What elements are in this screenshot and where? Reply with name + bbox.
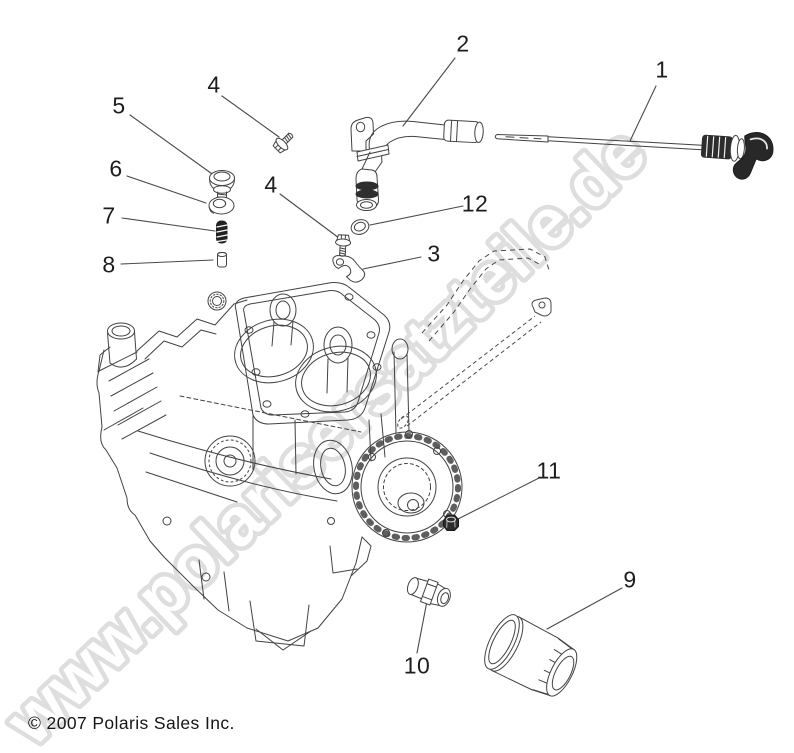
callout-2: 2 [456, 30, 470, 57]
callout-10: 10 [403, 652, 431, 679]
callout-5: 5 [112, 92, 126, 119]
leader-6 [126, 175, 207, 204]
leader-10 [416, 600, 428, 654]
callout-12: 12 [461, 190, 489, 217]
part-spring [216, 220, 228, 244]
engine-crankcase [96, 282, 463, 651]
callout-9: 9 [623, 566, 637, 593]
part-pin [217, 252, 227, 268]
part-flange-bolt-upper [270, 128, 298, 156]
leader-lines [120, 57, 657, 654]
callout-4-lower: 4 [264, 171, 278, 198]
callout-4-upper: 4 [207, 71, 221, 98]
leader-1 [629, 85, 657, 142]
part-flange-bolt-lower [334, 234, 352, 258]
callout-7: 7 [102, 202, 116, 229]
part-plug-bolt [209, 170, 235, 202]
leader-7 [121, 217, 216, 232]
callout-3: 3 [427, 240, 441, 267]
part-clamp-bracket [332, 255, 366, 283]
leader-3 [362, 256, 422, 270]
part-o-ring [350, 219, 370, 235]
leader-4a [221, 95, 280, 138]
part-oil-fitting [406, 577, 451, 607]
leader-12 [369, 205, 464, 226]
copyright-text: © 2007 Polaris Sales Inc. [28, 713, 235, 733]
phantom-installed-tubes [397, 248, 552, 429]
callout-1: 1 [655, 56, 669, 83]
callout-11: 11 [536, 457, 562, 484]
leader-2 [402, 57, 456, 127]
leader-9 [546, 587, 623, 630]
leader-11 [457, 477, 540, 520]
part-flange-nut [443, 514, 459, 531]
leader-5 [129, 114, 216, 177]
leader-4b [279, 193, 340, 239]
part-oil-filter [484, 614, 578, 697]
callout-6: 6 [109, 155, 123, 182]
part-oil-fill-tube [350, 116, 484, 211]
part-dipstick [494, 132, 774, 180]
leader-8 [120, 259, 214, 265]
callout-8: 8 [102, 251, 116, 278]
part-sealing-washer [208, 196, 235, 215]
